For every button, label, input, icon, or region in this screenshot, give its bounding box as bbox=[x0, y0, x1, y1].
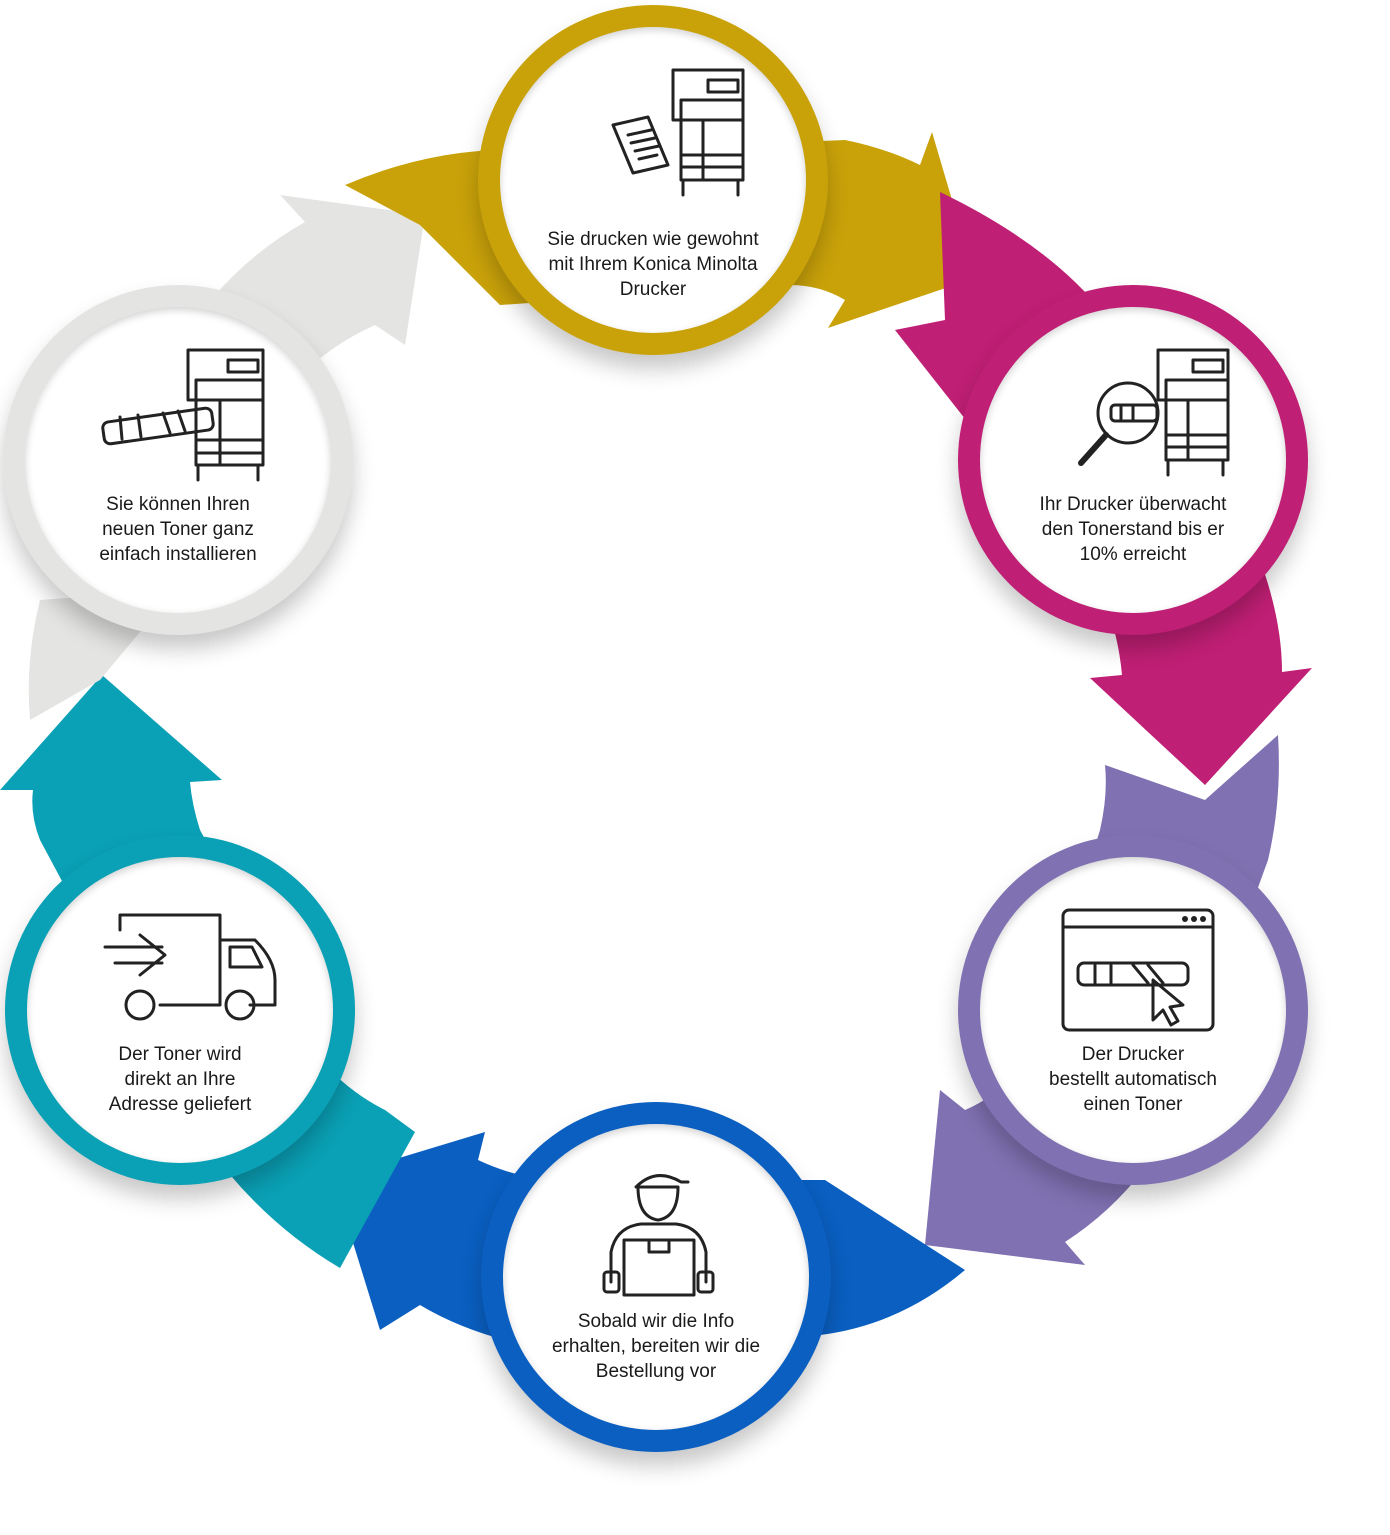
step-monitor-card: Ihr Drucker überwacht den Tonerstand bis… bbox=[980, 307, 1286, 613]
printer-magnifier-toner-icon bbox=[1078, 348, 1230, 477]
step-install: Sie können Ihren neuen Toner ganz einfac… bbox=[3, 285, 353, 635]
step-deliver-card: Der Toner wird direkt an Ihre Adresse ge… bbox=[27, 857, 333, 1163]
step-prepare-label: Sobald wir die Info erhalten, bereiten w… bbox=[551, 1311, 761, 1382]
delivery-truck-icon bbox=[103, 913, 277, 1021]
step-prepare-card: Sobald wir die Info erhalten, bereiten w… bbox=[503, 1124, 809, 1430]
step-order: Der Drucker bestellt automatisch einen T… bbox=[958, 835, 1308, 1185]
step-print-card: Sie drucken wie gewohnt mit Ihrem Konica… bbox=[500, 27, 806, 333]
step-deliver-label: Der Toner wird direkt an Ihre Adresse ge… bbox=[108, 1044, 252, 1115]
step-prepare: Sobald wir die Info erhalten, bereiten w… bbox=[481, 1102, 831, 1452]
step-print: Sie drucken wie gewohnt mit Ihrem Konica… bbox=[478, 5, 828, 355]
step-monitor: Ihr Drucker überwacht den Tonerstand bis… bbox=[958, 285, 1308, 635]
step-deliver: Der Toner wird direkt an Ihre Adresse ge… bbox=[5, 835, 355, 1185]
printer-with-documents-icon bbox=[611, 68, 745, 197]
step-print-label: Sie drucken wie gewohnt mit Ihrem Konica… bbox=[547, 229, 759, 300]
step-order-label: Der Drucker bestellt automatisch einen T… bbox=[1049, 1044, 1217, 1115]
step-order-card: Der Drucker bestellt automatisch einen T… bbox=[980, 857, 1286, 1163]
printer-toner-install-icon bbox=[101, 348, 265, 482]
browser-toner-cursor-icon bbox=[1061, 908, 1215, 1032]
delivery-person-box-icon bbox=[602, 1174, 715, 1297]
step-monitor-label: Ihr Drucker überwacht den Tonerstand bis… bbox=[1039, 494, 1227, 565]
step-install-card: Sie können Ihren neuen Toner ganz einfac… bbox=[25, 307, 331, 613]
step-install-label: Sie können Ihren neuen Toner ganz einfac… bbox=[99, 494, 257, 565]
